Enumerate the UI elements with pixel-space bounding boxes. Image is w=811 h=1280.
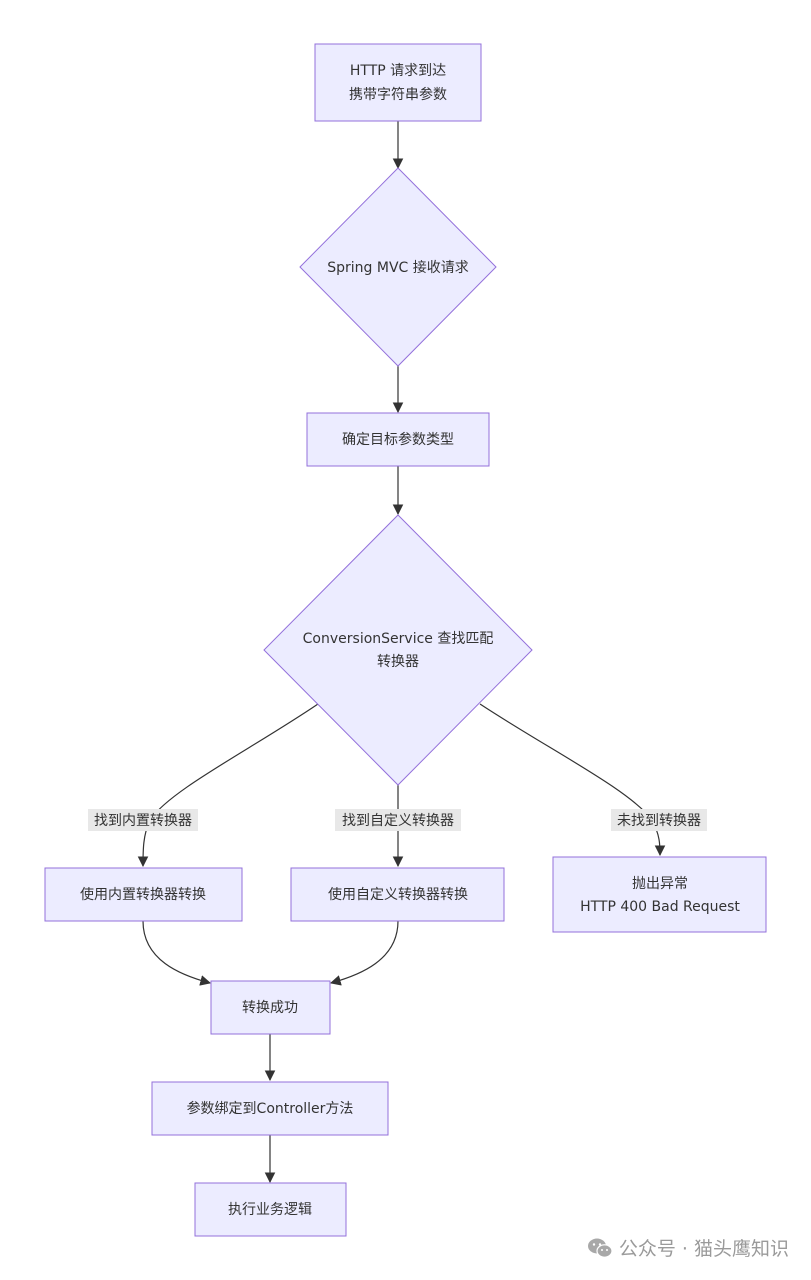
edge-builtin-to-success <box>142 920 212 986</box>
edge-conversion-to-exception <box>479 703 666 857</box>
node-execute-logic: 执行业务逻辑 <box>194 1182 347 1237</box>
node-spring-mvc-label: Spring MVC 接收请求 <box>327 259 469 276</box>
edge-custom-to-success <box>329 920 399 986</box>
node-throw-exception-line-2: HTTP 400 Bad Request <box>580 899 740 915</box>
edge-conversion-to-builtin <box>137 703 319 868</box>
node-bind-params-label: 参数绑定到Controller方法 <box>187 1100 354 1117</box>
node-builtin-convert-label: 使用内置转换器转换 <box>80 886 206 903</box>
node-http-request-line-2: 携带字符串参数 <box>349 86 447 103</box>
node-execute-logic-label: 执行业务逻辑 <box>228 1202 312 1218</box>
node-spring-mvc: Spring MVC 接收请求 <box>299 167 497 367</box>
node-http-request-line-1: HTTP 请求到达 <box>350 63 446 79</box>
node-conversion-service-line-1: ConversionService 查找匹配 <box>303 631 494 647</box>
edge-label-found-builtin: 找到内置转换器 <box>88 809 198 831</box>
node-convert-success: 转换成功 <box>210 980 331 1035</box>
edge-label-found-custom: 找到自定义转换器 <box>335 809 461 831</box>
node-conversion-service: ConversionService 查找匹配 转换器 <box>263 514 533 786</box>
node-bind-params: 参数绑定到Controller方法 <box>151 1081 389 1136</box>
watermark: 公众号 · 猫头鹰知识 <box>587 1234 789 1261</box>
edge-label-not-found-text: 未找到转换器 <box>617 812 701 829</box>
node-custom-convert-label: 使用自定义转换器转换 <box>328 886 468 903</box>
node-http-request: HTTP 请求到达 携带字符串参数 <box>314 43 482 122</box>
edge-label-not-found: 未找到转换器 <box>611 809 707 831</box>
node-custom-convert: 使用自定义转换器转换 <box>290 867 505 922</box>
node-throw-exception-line-1: 抛出异常 <box>632 876 688 892</box>
wechat-icon <box>587 1238 613 1258</box>
node-determine-type-label: 确定目标参数类型 <box>342 431 454 448</box>
node-conversion-service-line-2: 转换器 <box>377 653 419 670</box>
edge-labels: 找到内置转换器 找到自定义转换器 未找到转换器 <box>88 809 707 831</box>
node-convert-success-label: 转换成功 <box>242 999 298 1016</box>
watermark-text: 公众号 · 猫头鹰知识 <box>618 1238 789 1260</box>
nodes: HTTP 请求到达 携带字符串参数 Spring MVC 接收请求 确定目标参数… <box>44 43 767 1237</box>
node-throw-exception: 抛出异常 HTTP 400 Bad Request <box>552 856 767 933</box>
edge-label-found-builtin-text: 找到内置转换器 <box>94 812 192 829</box>
node-builtin-convert: 使用内置转换器转换 <box>44 867 243 922</box>
node-determine-type: 确定目标参数类型 <box>306 412 490 467</box>
edge-label-found-custom-text: 找到自定义转换器 <box>342 812 454 829</box>
